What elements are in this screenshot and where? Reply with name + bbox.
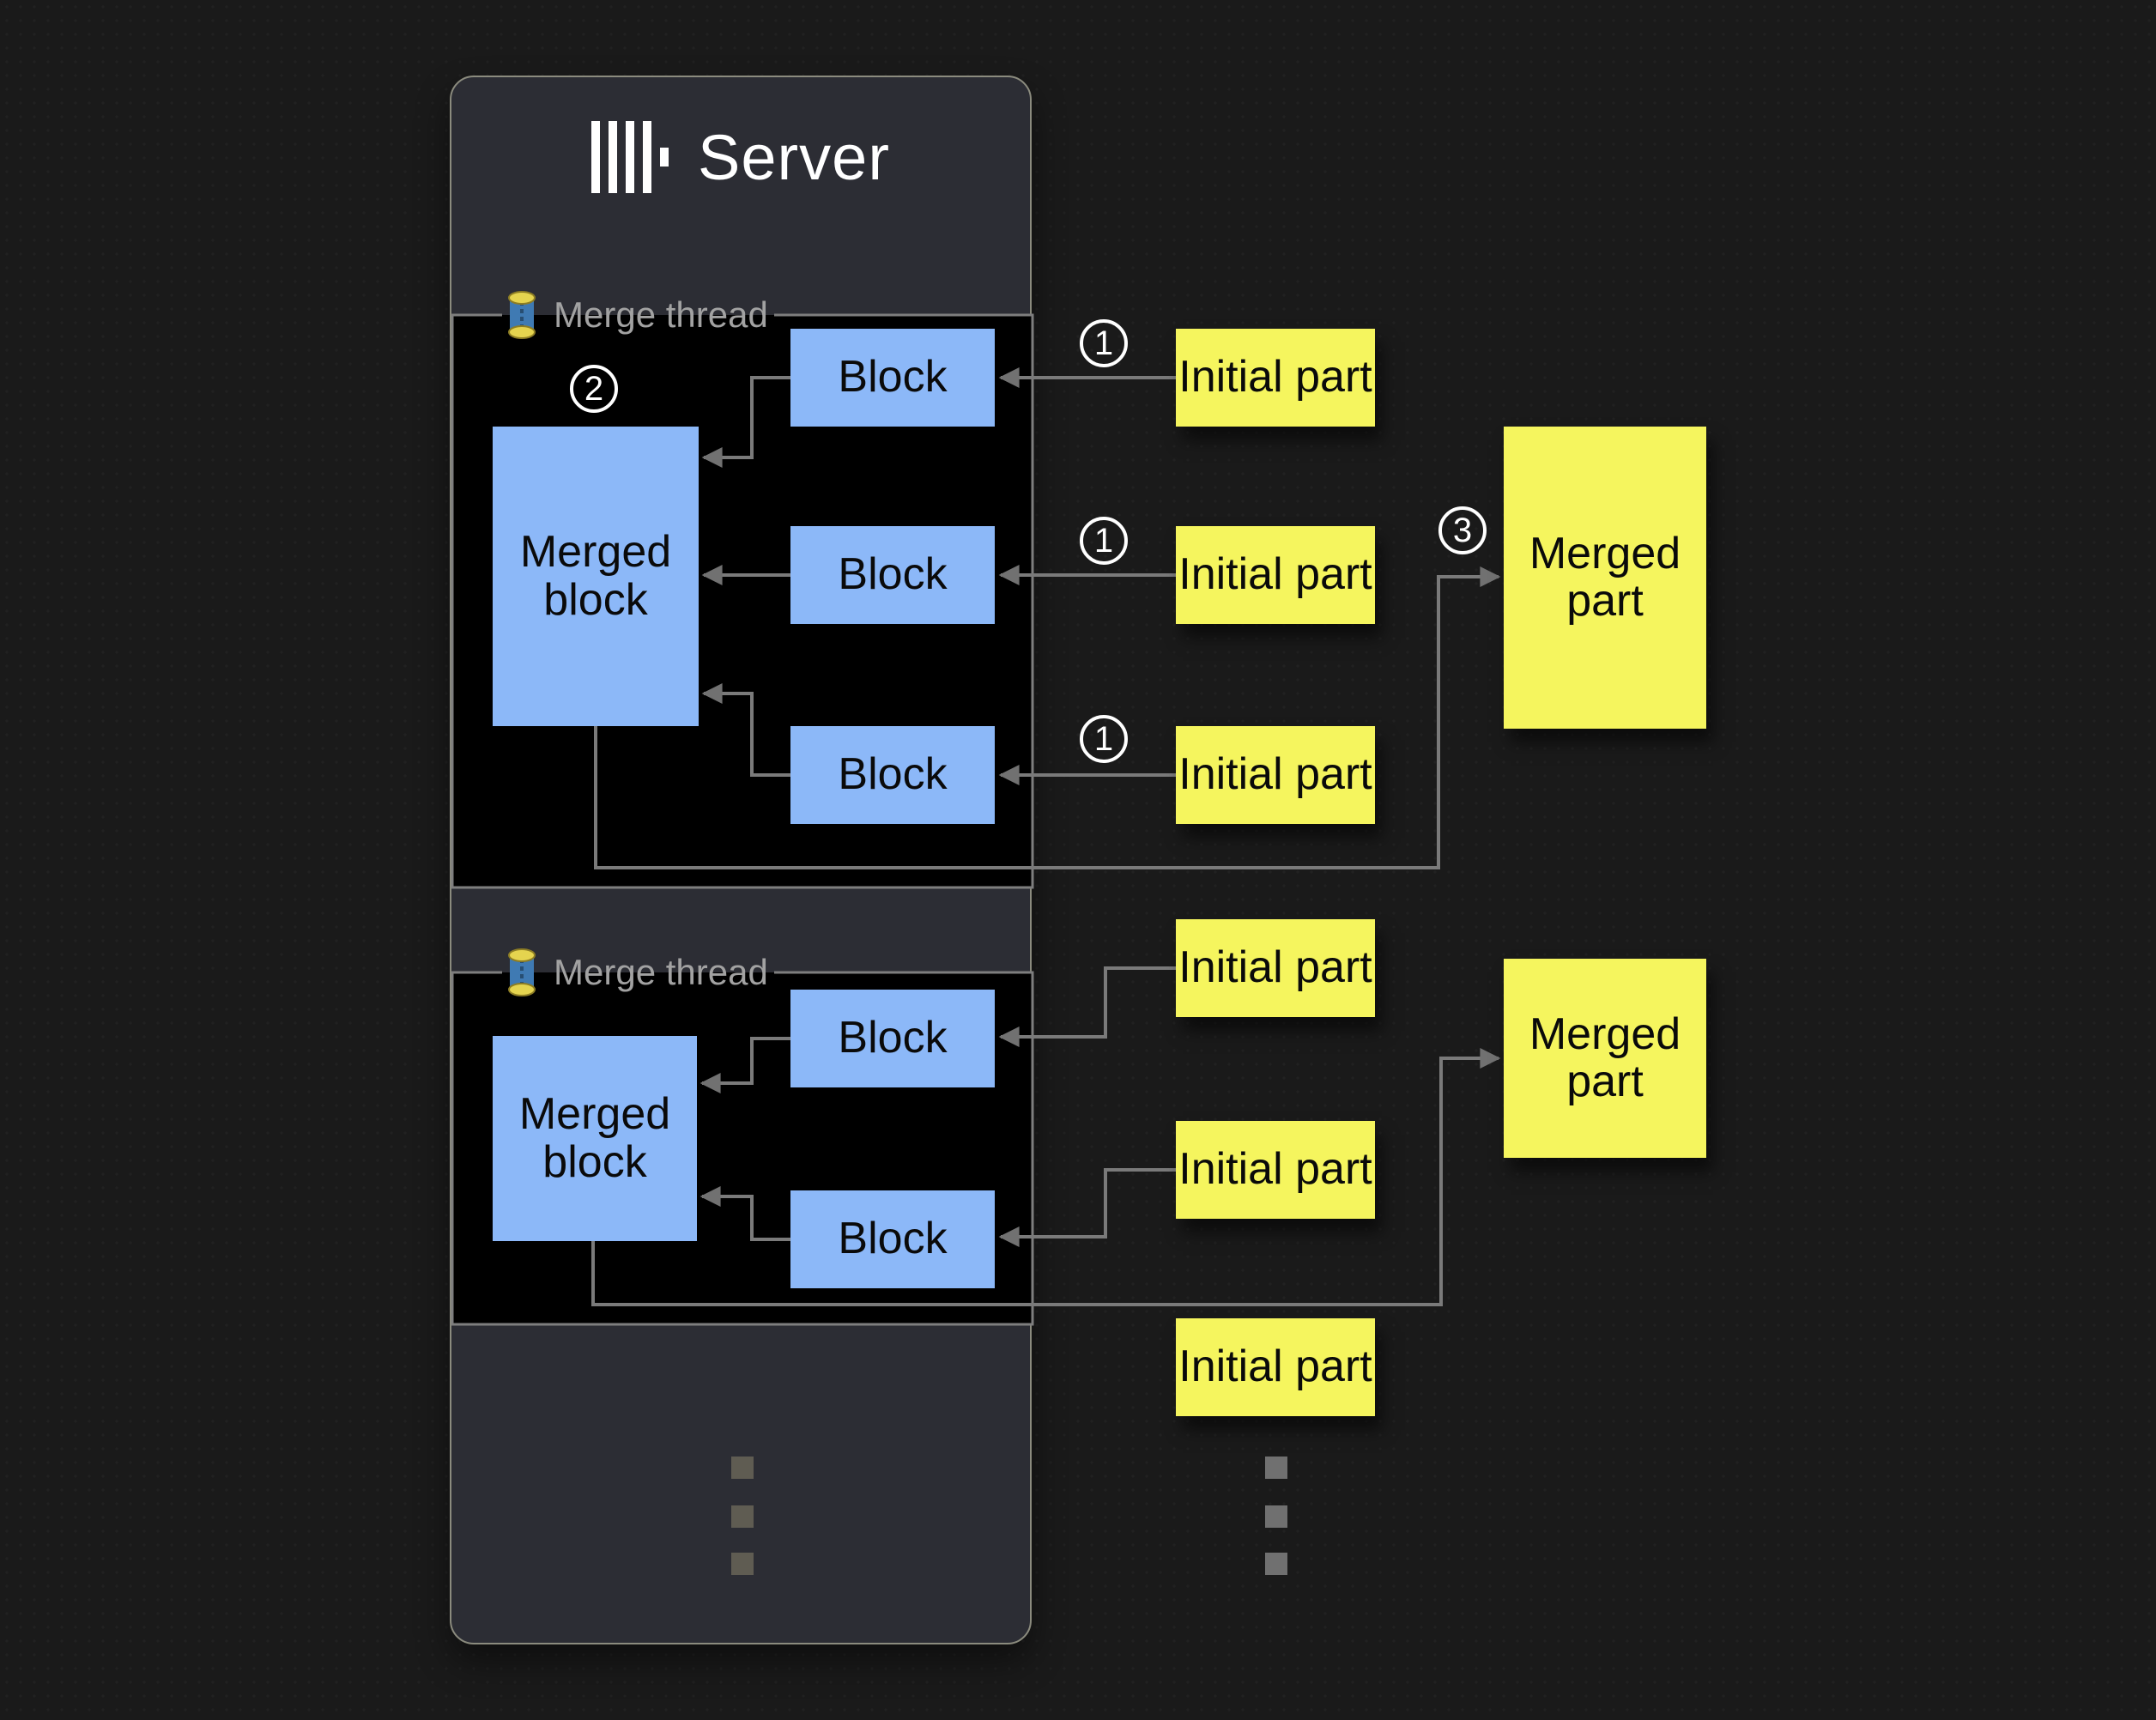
step-badge-1b: 1	[1080, 517, 1128, 565]
step-badge-1c: 1	[1080, 715, 1128, 763]
logo-bar	[609, 121, 618, 193]
clickhouse-bars-icon	[591, 121, 669, 193]
parts-ellipsis-dot	[1265, 1505, 1287, 1528]
initial-part-2-2: Initial part	[1176, 1121, 1375, 1219]
block-2-1: Block	[790, 990, 995, 1087]
thread-spool-icon	[508, 291, 536, 339]
merged-part-2: Merged part	[1504, 959, 1706, 1158]
merge-thread-1-label-text: Merge thread	[554, 294, 768, 335]
panel-ellipsis-dot	[731, 1553, 754, 1575]
initial-part-1-3: Initial part	[1176, 726, 1375, 824]
initial-part-2-1: Initial part	[1176, 919, 1375, 1017]
merged-part-1: Merged part	[1504, 427, 1706, 729]
step-badge-2: 2	[570, 365, 618, 413]
block-1-2: Block	[790, 526, 995, 624]
thread-spool-icon	[508, 948, 536, 996]
parts-ellipsis-dot	[1265, 1553, 1287, 1575]
merged-block-1: Merged block	[493, 427, 699, 726]
merge-thread-2-label: Merge thread	[502, 948, 768, 997]
block-1-1: Block	[790, 329, 995, 427]
panel-ellipsis-dot	[731, 1505, 754, 1528]
server-header: Server	[450, 110, 1032, 204]
logo-bar	[591, 121, 601, 193]
initial-part-1-2: Initial part	[1176, 526, 1375, 624]
block-2-2: Block	[790, 1190, 995, 1288]
initial-part-2-3: Initial part	[1176, 1318, 1375, 1416]
merge-thread-1-label: Merge thread	[502, 290, 768, 340]
initial-part-1-1: Initial part	[1176, 329, 1375, 427]
merge-thread-2-label-text: Merge thread	[554, 952, 768, 992]
block-1-3: Block	[790, 726, 995, 824]
server-title: Server	[698, 121, 890, 193]
panel-ellipsis-dot	[731, 1457, 754, 1479]
parts-ellipsis-dot	[1265, 1457, 1287, 1479]
logo-bar	[643, 121, 652, 193]
step-badge-3: 3	[1438, 506, 1487, 554]
logo-bar	[626, 121, 635, 193]
step-badge-1a: 1	[1080, 319, 1128, 367]
logo-bar-short	[660, 148, 669, 167]
merged-block-2: Merged block	[493, 1036, 697, 1241]
